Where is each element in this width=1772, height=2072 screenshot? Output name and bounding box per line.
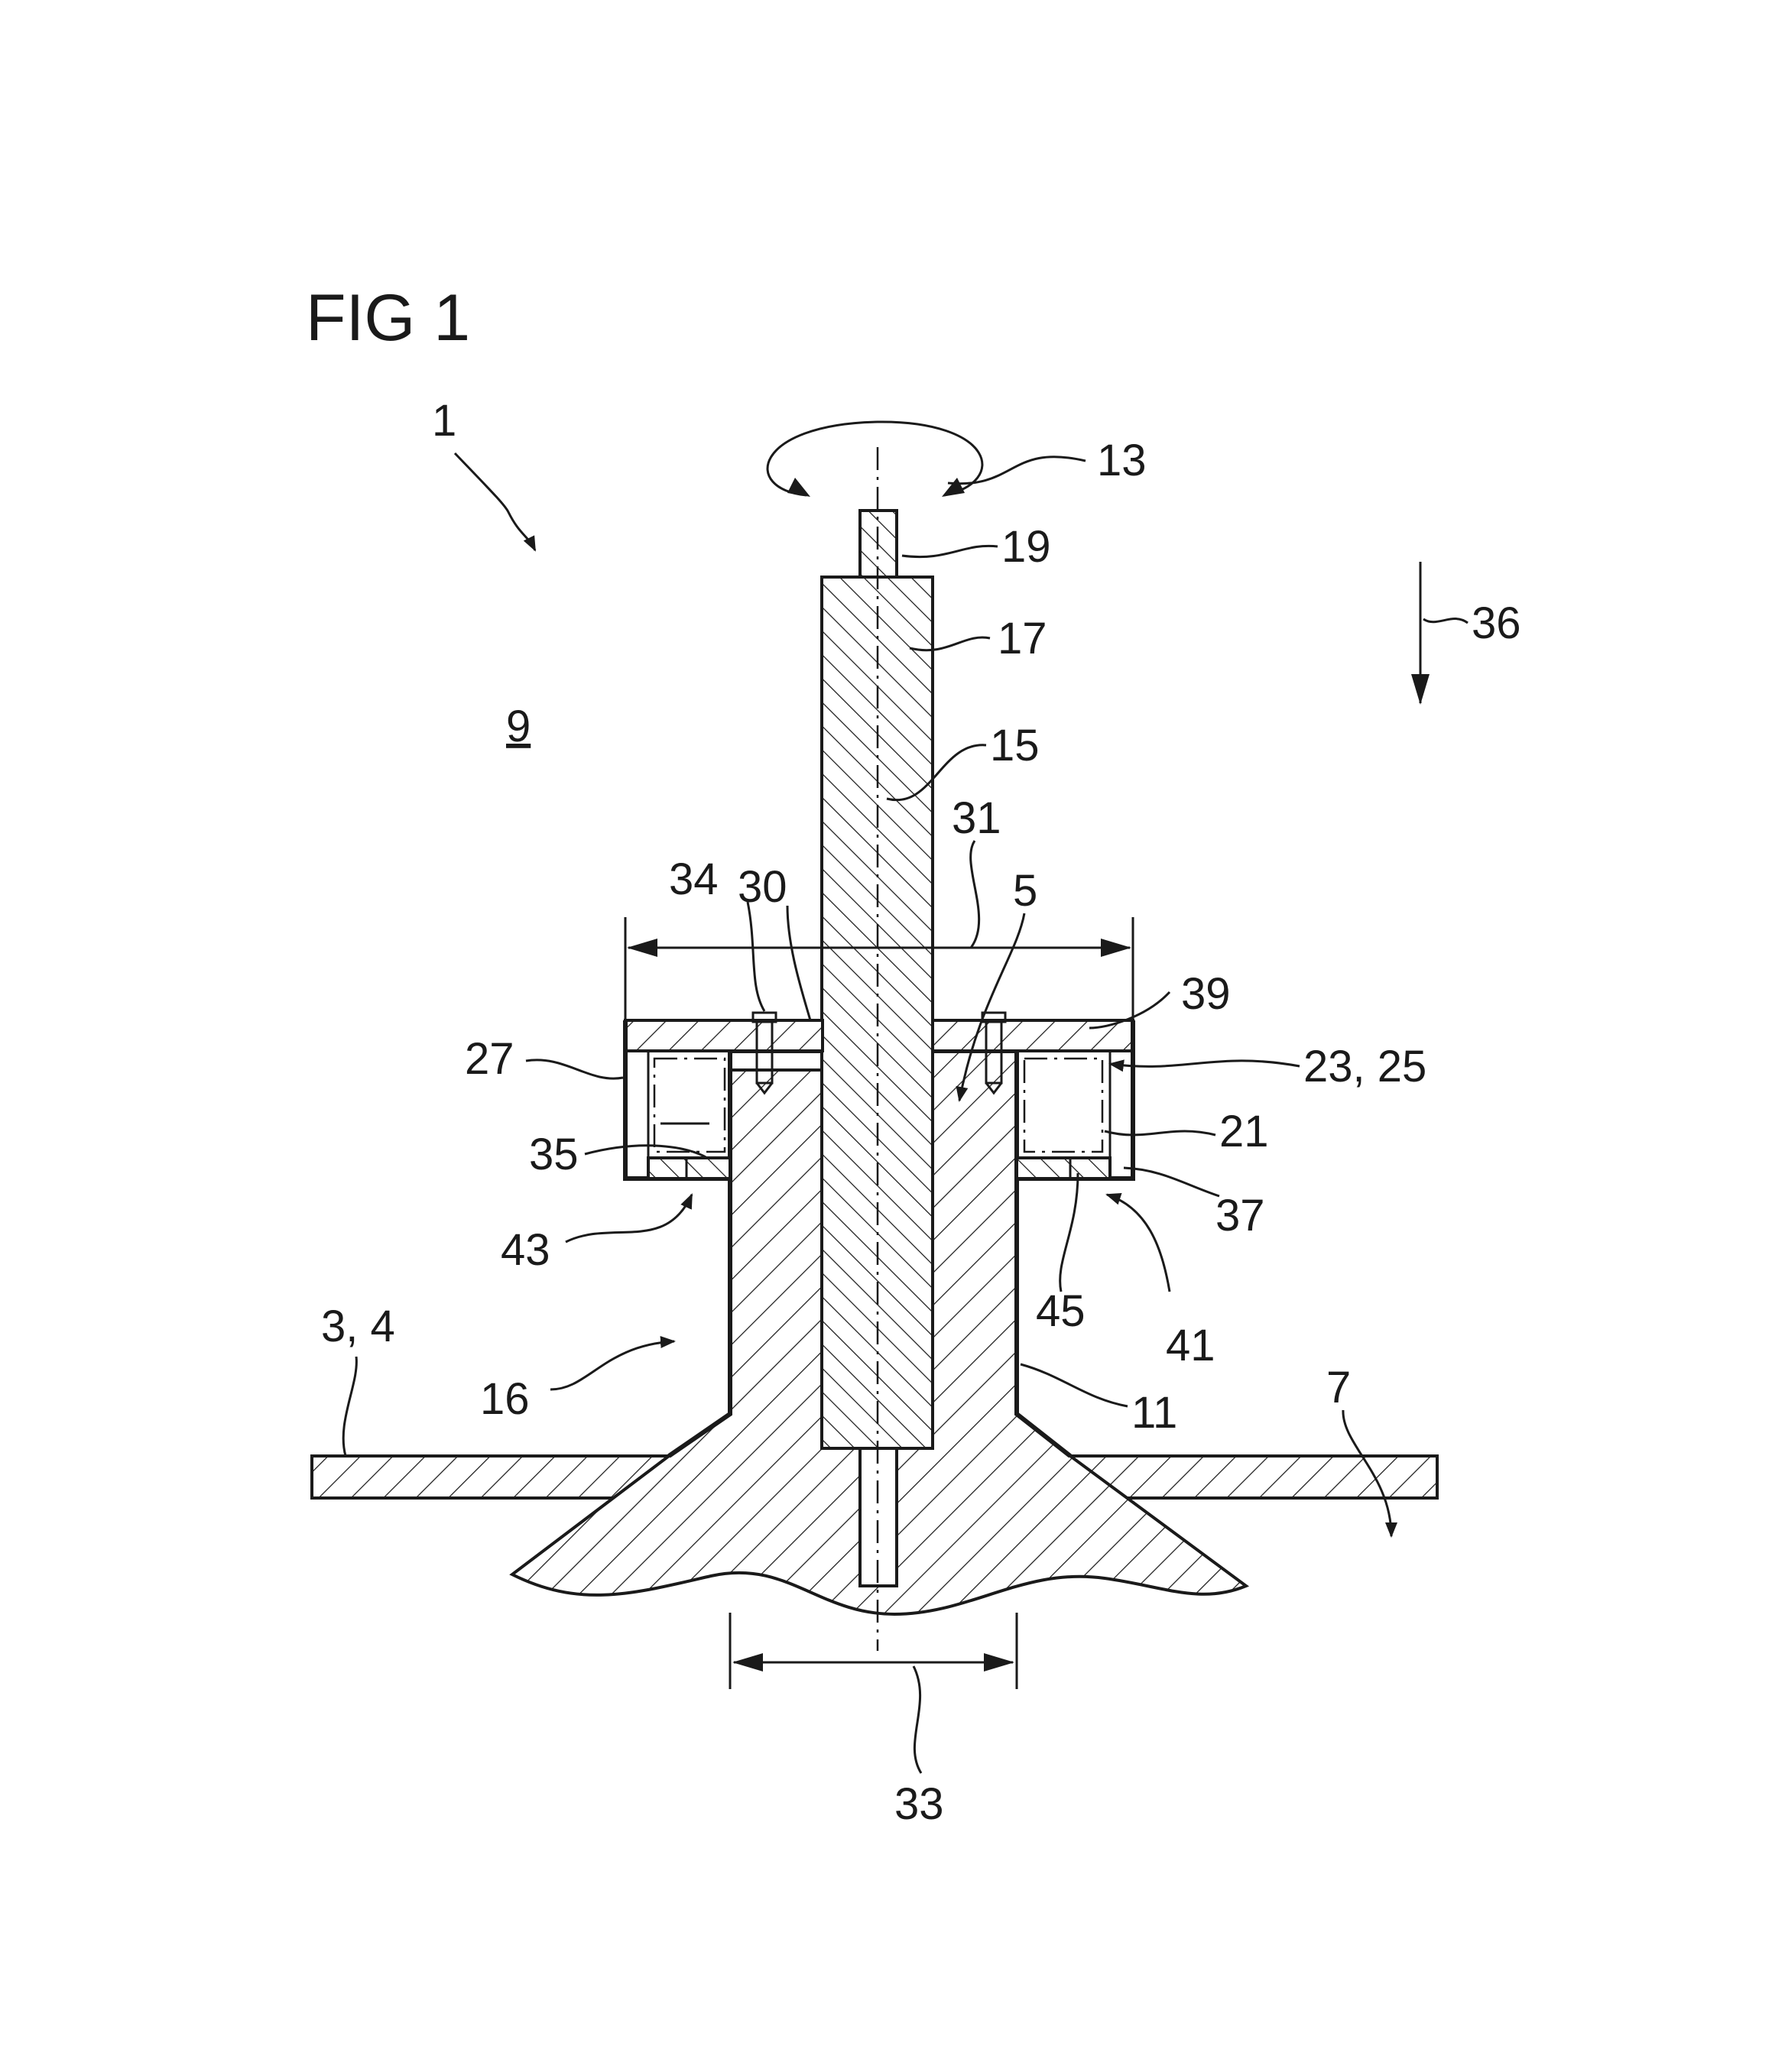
dimension-33 [729,1613,1018,1689]
bolts [751,1011,1007,1095]
label-15: 15 [990,721,1040,770]
label-27: 27 [465,1034,514,1084]
label-33: 33 [894,1779,944,1829]
label-45: 45 [1036,1286,1086,1336]
label-1: 1 [432,396,456,446]
label-39: 39 [1181,969,1231,1019]
floor-plate [310,1454,1439,1500]
leader-lines [342,452,1469,1774]
figure-title: FIG 1 [306,281,470,355]
label-23-25: 23, 25 [1303,1042,1426,1091]
label-7: 7 [1326,1363,1351,1412]
dimension-31 [624,917,1134,1020]
label-19: 19 [1001,522,1051,572]
label-16: 16 [480,1374,530,1424]
label-34: 34 [669,854,719,904]
label-3-4: 3, 4 [321,1302,395,1351]
reference-labels: 1 13 19 17 36 9 15 31 34 30 5 39 27 23, … [321,396,1521,1829]
label-17: 17 [998,614,1047,663]
label-43: 43 [501,1225,550,1275]
label-5: 5 [1013,866,1037,916]
label-31: 31 [952,793,1001,843]
label-30: 30 [738,862,787,912]
label-37: 37 [1215,1191,1265,1240]
label-36: 36 [1472,598,1521,648]
label-9: 9 [506,702,531,751]
housing [623,1019,1135,1181]
label-13: 13 [1097,436,1147,485]
label-41: 41 [1166,1321,1215,1370]
label-35: 35 [529,1130,579,1179]
rotation-arrow [766,420,984,497]
label-11: 11 [1131,1388,1177,1438]
label-21: 21 [1219,1107,1269,1156]
